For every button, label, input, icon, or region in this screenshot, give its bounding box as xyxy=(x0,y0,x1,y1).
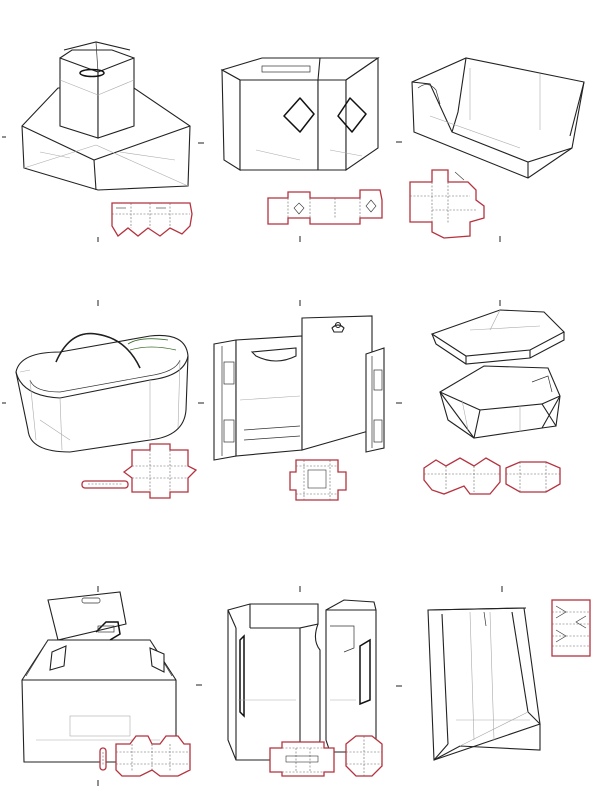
bottle-carrier-drawing xyxy=(227,599,377,761)
hanging-folder-drawing xyxy=(213,315,385,461)
display-tray-dieline xyxy=(409,169,485,239)
cell-oval-basket xyxy=(2,300,198,499)
gable-carrier-drawing xyxy=(21,41,191,191)
oval-basket-dieline xyxy=(81,443,198,499)
cell-handle-case xyxy=(21,586,202,786)
cell-bottle-carrier xyxy=(227,586,402,777)
cell-gable-carrier-handle xyxy=(2,41,193,242)
handle-case-drawing xyxy=(21,591,177,763)
hexagonal-box-dieline xyxy=(423,457,561,495)
gable-carrier-dieline xyxy=(111,202,193,237)
hexagonal-box-drawing xyxy=(430,309,565,439)
twin-window-box-drawing xyxy=(220,56,380,172)
cell-hexagonal-box-lid xyxy=(423,300,565,495)
hanging-folder-dieline xyxy=(289,459,347,501)
cell-display-tray xyxy=(409,57,585,242)
handle-case-dieline xyxy=(99,735,191,777)
oval-basket-drawing xyxy=(15,332,189,453)
display-tray-drawing xyxy=(411,57,585,179)
twin-window-box-dieline xyxy=(267,189,383,225)
cell-paper-bag xyxy=(427,586,591,761)
cell-hanging-folder xyxy=(198,300,402,501)
paper-bag-drawing xyxy=(427,607,541,761)
paper-bag-dieline xyxy=(551,599,591,657)
cell-twin-window-box xyxy=(198,56,402,242)
bottle-carrier-dieline xyxy=(269,735,383,777)
